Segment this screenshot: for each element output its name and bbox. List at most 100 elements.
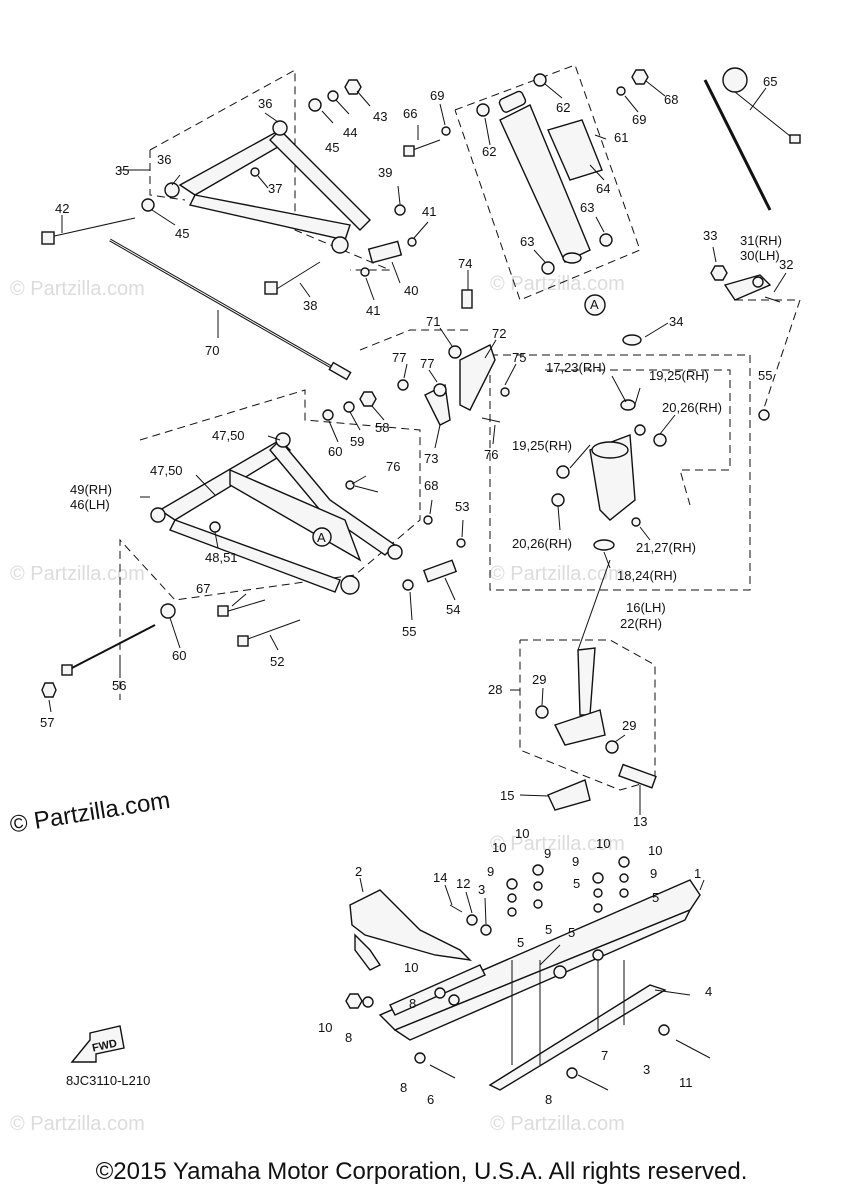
ski-assembly — [349, 879, 701, 1091]
callout: 3 — [478, 882, 485, 897]
callout: 74 — [458, 256, 472, 271]
callout: 36 — [157, 152, 171, 167]
callout: 34 — [669, 314, 683, 329]
callout: 37 — [268, 181, 282, 196]
callout: 58 — [375, 420, 389, 435]
callout: 59 — [350, 434, 364, 449]
callout: 39 — [378, 165, 392, 180]
copyright-notice: ©2015 Yamaha Motor Corporation, U.S.A. A… — [95, 1158, 748, 1185]
callout: 31(RH) — [740, 233, 782, 248]
callout: 9 — [650, 866, 657, 881]
callout: 60 — [172, 648, 186, 663]
callout: 32 — [779, 257, 793, 272]
callout: 64 — [596, 181, 610, 196]
callout: 19,25(RH) — [512, 438, 572, 453]
callout: 47,50 — [212, 428, 245, 443]
group-outline-spindle — [489, 354, 751, 591]
ref-label-a: A — [317, 530, 326, 545]
callout: 19,25(RH) — [649, 368, 709, 383]
callout: 56 — [112, 678, 126, 693]
callout: 4 — [705, 984, 712, 999]
watermark: © Partzilla.com — [490, 1113, 625, 1135]
callout: 5 — [545, 922, 552, 937]
callout: 21,27(RH) — [636, 540, 696, 555]
callout: 75 — [512, 350, 526, 365]
callout: 11 — [679, 1075, 693, 1090]
callout: 5 — [573, 876, 580, 891]
callout: 10 — [404, 960, 418, 975]
callout: 73 — [424, 451, 438, 466]
watermark: © Partzilla.com — [10, 1113, 145, 1135]
callout: 42 — [55, 201, 69, 216]
lower-arm-assembly — [41, 391, 466, 698]
callout: 8 — [400, 1080, 407, 1095]
callout: 63 — [520, 234, 534, 249]
callout: 55 — [758, 368, 772, 383]
callout: 22(RH) — [620, 616, 662, 631]
callout: 69 — [430, 88, 444, 103]
callout: 41 — [422, 204, 436, 219]
upper-arm-assembly — [41, 79, 417, 295]
callout: 9 — [572, 854, 579, 869]
shock-absorber — [403, 69, 649, 316]
watermark: © Partzilla.com — [10, 563, 145, 585]
callout: 9 — [544, 846, 551, 861]
callout: 47,50 — [150, 463, 183, 478]
fwd-arrow-icon: FWD — [70, 1025, 125, 1063]
callout: 20,26(RH) — [662, 400, 722, 415]
callout: 12 — [456, 876, 470, 891]
callout: 71 — [426, 314, 440, 329]
callout: 72 — [492, 326, 506, 341]
callout: 45 — [325, 140, 339, 155]
callout: 65 — [763, 74, 777, 89]
callout: 8 — [345, 1030, 352, 1045]
callout: 46(LH) — [70, 497, 110, 512]
callout: 20,26(RH) — [512, 536, 572, 551]
steering-arm — [710, 265, 781, 303]
callout: 76 — [484, 447, 498, 462]
callout: 49(RH) — [70, 482, 112, 497]
callout: 8 — [545, 1092, 552, 1107]
callout: 29 — [622, 718, 636, 733]
reference-circle-a — [584, 294, 606, 316]
watermark: © Partzilla.com — [490, 273, 625, 295]
callout: 52 — [270, 654, 284, 669]
ski-column — [535, 647, 657, 811]
callout: 62 — [556, 100, 570, 115]
callout: 63 — [580, 200, 594, 215]
pressure-gauge — [703, 67, 801, 211]
callout: 10 — [515, 826, 529, 841]
callout: 40 — [404, 283, 418, 298]
callout: 5 — [517, 935, 524, 950]
callout: 5 — [568, 925, 575, 940]
group-outline-upper-arm — [149, 150, 186, 201]
callout: 5 — [652, 890, 659, 905]
callout: 10 — [318, 1020, 332, 1035]
group-outline-bracket — [359, 329, 470, 351]
watermark: © Partzilla.com — [10, 278, 145, 300]
callout: 17,23(RH) — [546, 360, 606, 375]
callout: 55 — [402, 624, 416, 639]
callout: 13 — [633, 814, 647, 829]
tie-rod — [109, 238, 352, 381]
callout: 38 — [303, 298, 317, 313]
callout: 35 — [115, 163, 129, 178]
callout: 77 — [392, 350, 406, 365]
callout: 61 — [614, 130, 628, 145]
group-outline-arm-link — [735, 299, 801, 421]
callout: 7 — [601, 1048, 608, 1063]
callout: 2 — [355, 864, 362, 879]
reference-circle-a — [312, 527, 332, 547]
background-watermarks: © Partzilla.com © Partzilla.com © Partzi… — [10, 273, 625, 1135]
callout: 1 — [694, 866, 701, 881]
callout: 62 — [482, 144, 496, 159]
watermark: © Partzilla.com — [490, 563, 625, 585]
callout: 3 — [643, 1062, 650, 1077]
callout: 77 — [420, 356, 434, 371]
callout: 68 — [664, 92, 678, 107]
callout: 28 — [488, 682, 502, 697]
callout: 18,24(RH) — [617, 568, 677, 583]
callout: 8 — [409, 996, 416, 1011]
spindle-assembly — [551, 334, 770, 651]
callout: 44 — [343, 125, 357, 140]
